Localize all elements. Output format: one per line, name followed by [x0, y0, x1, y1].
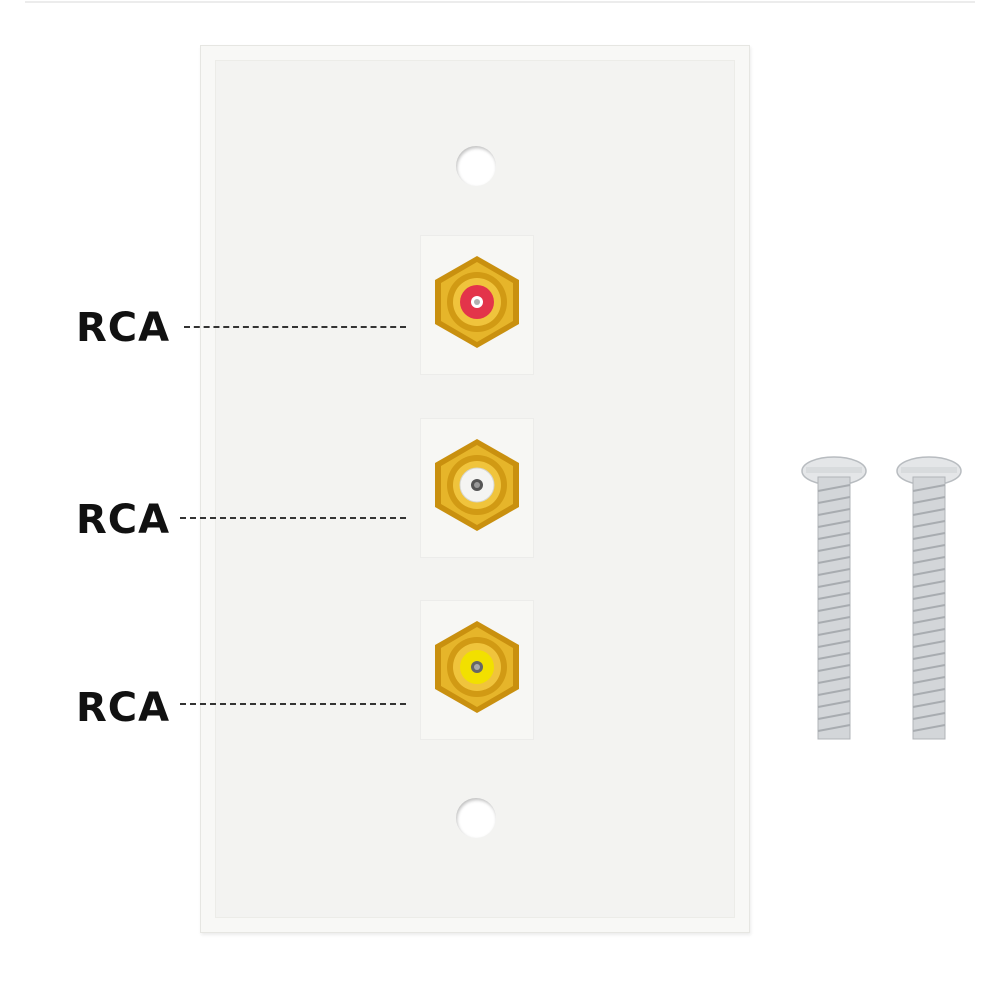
callout-label-1: RCA — [76, 305, 171, 351]
rca-jack-red-icon[interactable] — [427, 252, 527, 352]
jack-insert-1 — [421, 236, 533, 374]
callout-label-3: RCA — [76, 685, 171, 731]
bottom-mounting-hole — [456, 798, 496, 838]
mounting-screw-icon — [896, 456, 962, 740]
wall-plate — [200, 45, 750, 933]
callout-leader-2 — [180, 517, 406, 519]
callout-leader-3 — [180, 703, 406, 705]
rca-jack-yellow-icon[interactable] — [427, 617, 527, 717]
mounting-screw-icon — [801, 456, 867, 740]
jack-insert-3 — [421, 601, 533, 739]
callout-label-2: RCA — [76, 497, 171, 543]
callout-leader-1 — [184, 326, 406, 328]
top-mounting-hole — [456, 146, 496, 186]
jack-insert-2 — [421, 419, 533, 557]
top-border-line — [25, 1, 975, 3]
rca-jack-white-icon[interactable] — [427, 435, 527, 535]
